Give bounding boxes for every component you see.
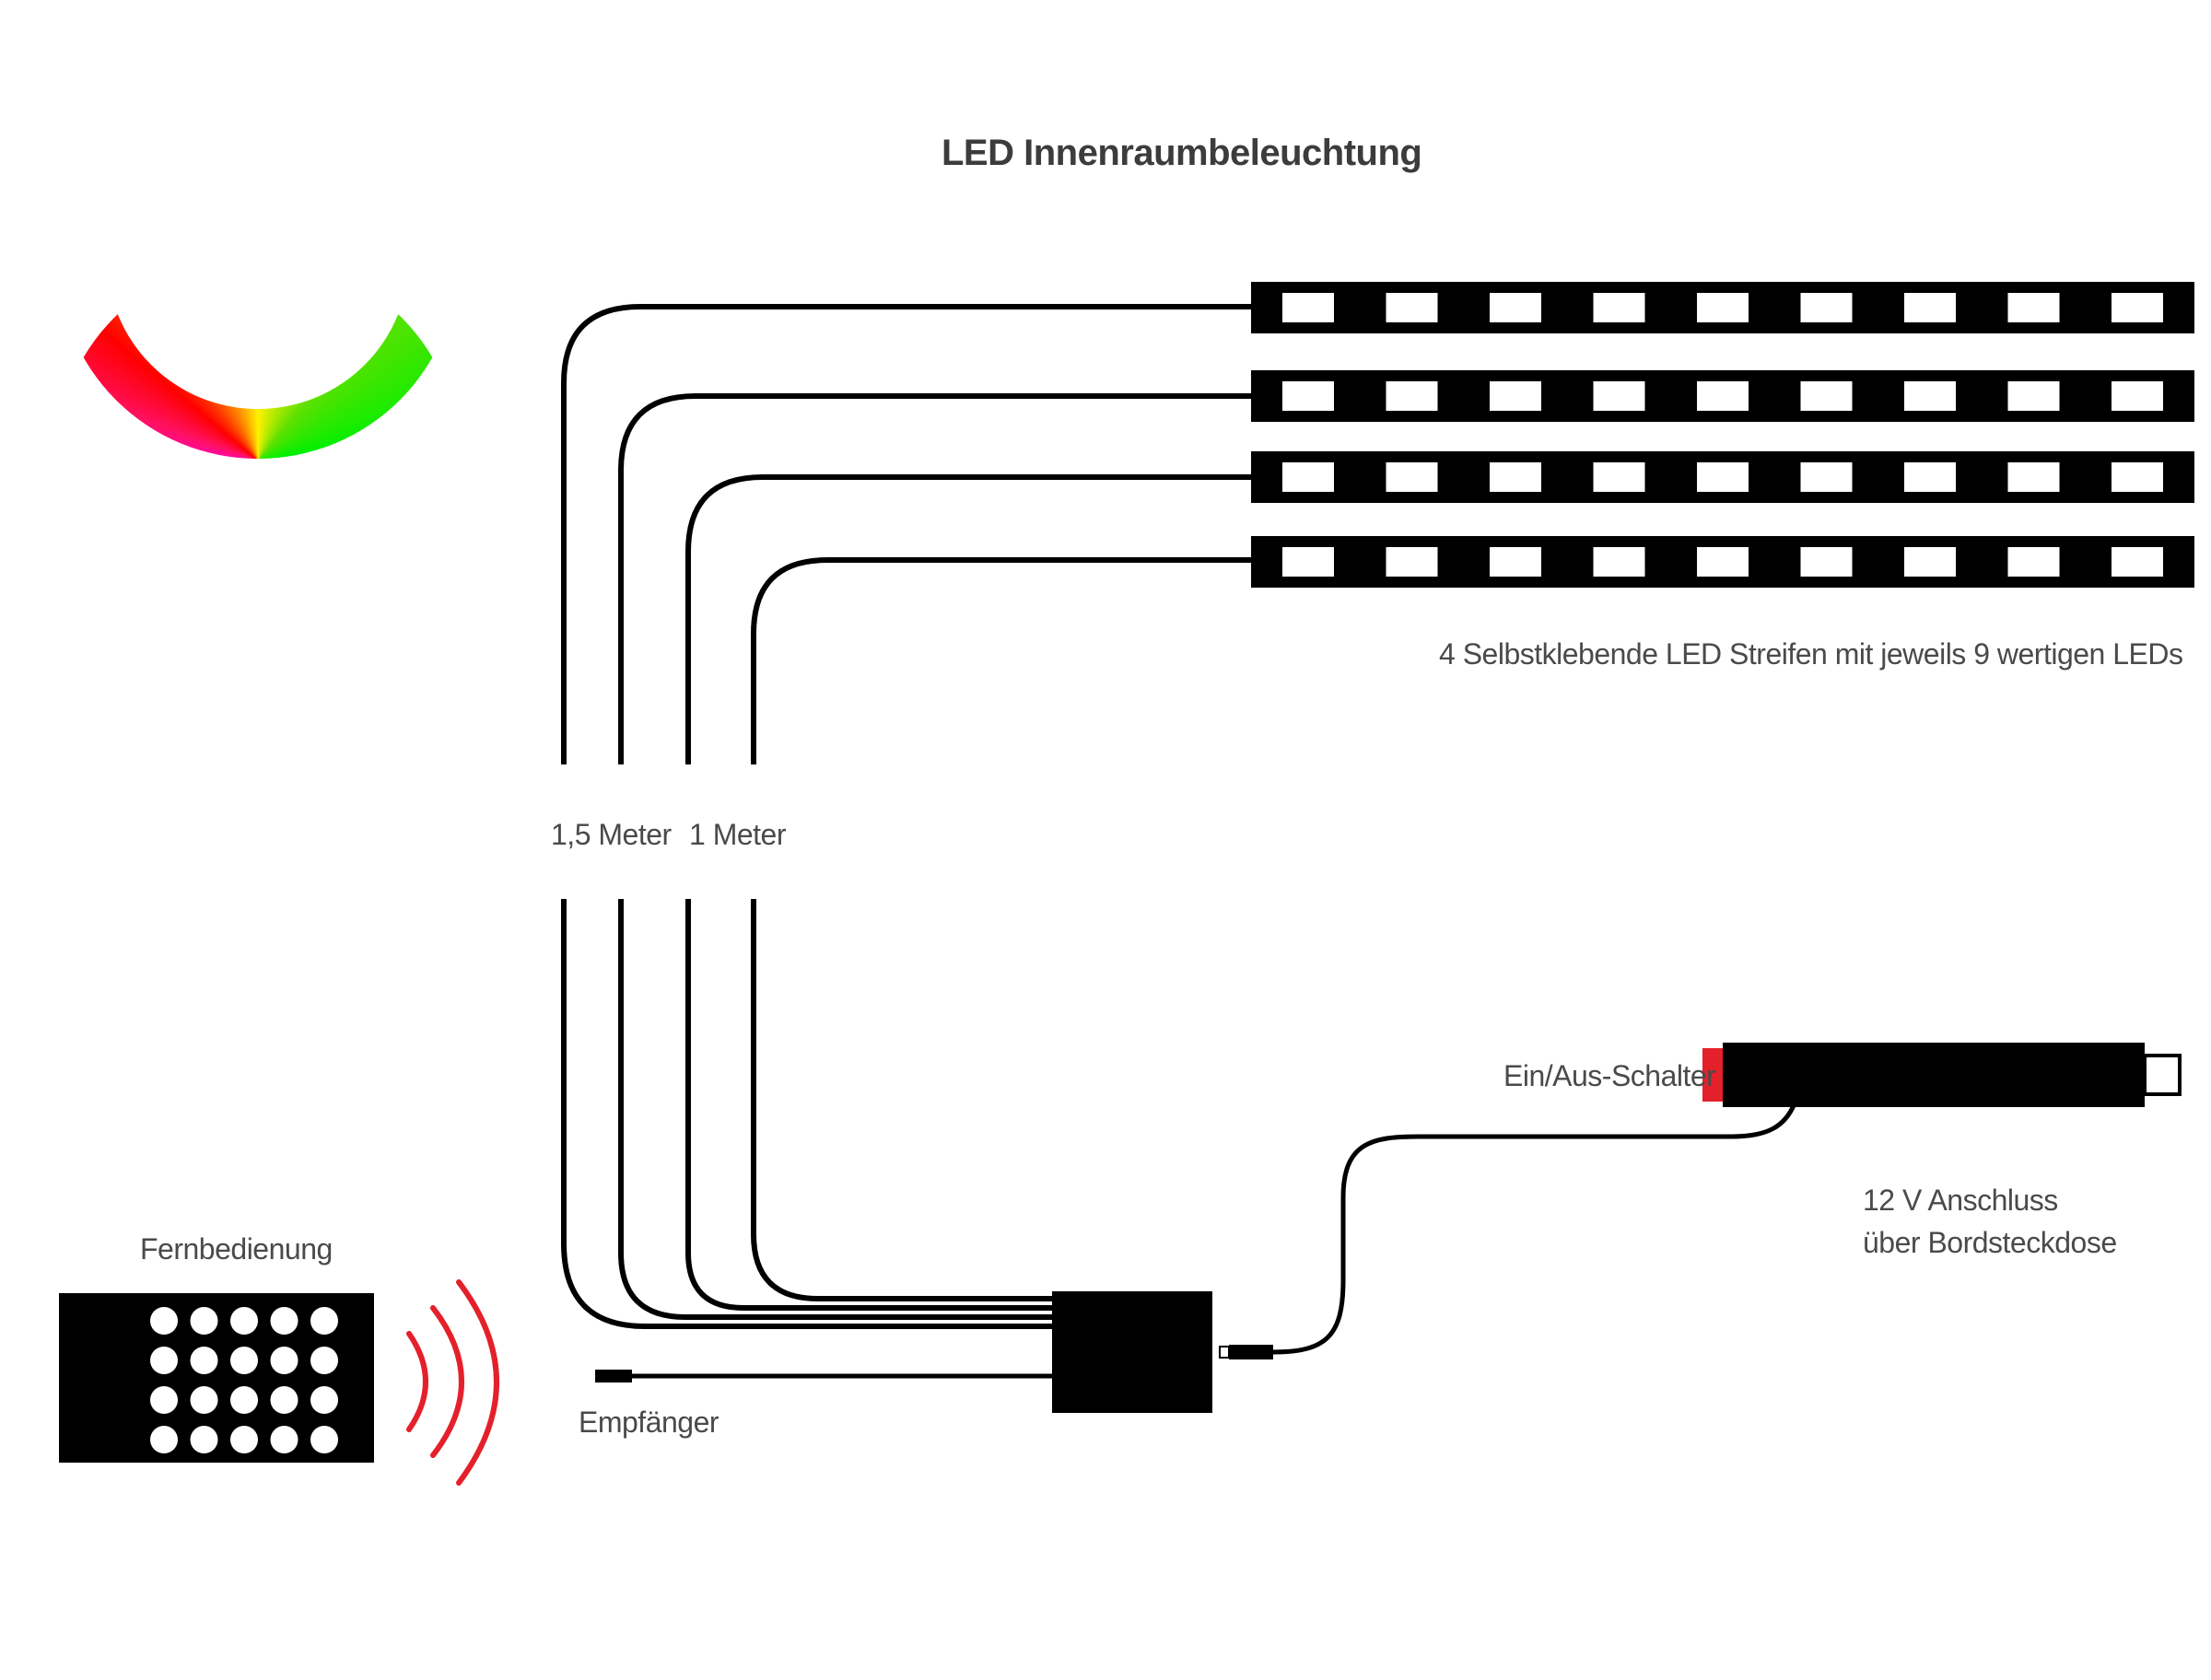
remote-button bbox=[150, 1307, 178, 1335]
led bbox=[2007, 462, 2060, 492]
strip-cable-4-lower bbox=[751, 899, 1052, 1301]
led bbox=[1904, 462, 1956, 492]
strip-cable-1 bbox=[561, 304, 1251, 764]
remote-button bbox=[270, 1426, 298, 1453]
receiver-head bbox=[595, 1370, 632, 1382]
led bbox=[1490, 381, 1541, 411]
strips-label: 4 Selbstklebende LED Streifen mit jeweil… bbox=[1439, 637, 2183, 671]
signal-waves-icon bbox=[406, 1279, 499, 1486]
remote-button bbox=[270, 1347, 298, 1374]
connector-label-line1: 12 V Anschluss bbox=[1863, 1184, 2058, 1217]
remote-button bbox=[270, 1386, 298, 1414]
led bbox=[2112, 462, 2163, 492]
led bbox=[1904, 547, 1956, 577]
led bbox=[1593, 547, 1645, 577]
led bbox=[1282, 381, 1334, 411]
power-cable bbox=[1272, 1102, 1797, 1355]
strip-cable-3 bbox=[685, 474, 1251, 764]
remote-button bbox=[310, 1386, 338, 1414]
led bbox=[1697, 381, 1749, 411]
led bbox=[1282, 462, 1334, 492]
remote-label: Fernbedienung bbox=[140, 1232, 333, 1266]
remote-button bbox=[150, 1347, 178, 1374]
controller-box bbox=[1052, 1291, 1212, 1413]
led bbox=[2112, 293, 2163, 322]
led bbox=[2112, 547, 2163, 577]
remote-button bbox=[190, 1347, 218, 1374]
page-title: LED Innenraumbeleuchtung bbox=[942, 133, 1422, 173]
strip-cable-2 bbox=[618, 393, 1251, 764]
receiver-label: Empfänger bbox=[579, 1406, 719, 1439]
led bbox=[1800, 293, 1853, 322]
dc-plug bbox=[1219, 1345, 1273, 1359]
led bbox=[2007, 293, 2060, 322]
led bbox=[1386, 547, 1438, 577]
led bbox=[1800, 462, 1853, 492]
strip-cables bbox=[561, 304, 1251, 1329]
remote-button bbox=[310, 1307, 338, 1335]
led bbox=[1282, 293, 1334, 322]
cable-length-long: 1,5 Meter bbox=[551, 818, 672, 851]
remote-button bbox=[310, 1347, 338, 1374]
strip-cable-3-lower bbox=[685, 899, 1052, 1311]
strip-cable-1-lower bbox=[561, 899, 1052, 1329]
color-wheel-icon bbox=[56, 258, 459, 460]
led bbox=[1697, 293, 1749, 322]
connector-label: 12 V Anschluss über Bordsteckdose bbox=[1863, 1179, 2117, 1264]
remote-button bbox=[270, 1307, 298, 1335]
switch-label: Ein/Aus-Schalter bbox=[1503, 1059, 1716, 1092]
led bbox=[1593, 293, 1645, 322]
remote-button bbox=[190, 1307, 218, 1335]
led bbox=[1800, 547, 1853, 577]
led bbox=[2112, 381, 2163, 411]
remote-button bbox=[230, 1426, 258, 1453]
led bbox=[2007, 547, 2060, 577]
led bbox=[1800, 381, 1853, 411]
led bbox=[1490, 293, 1541, 322]
remote-button bbox=[190, 1386, 218, 1414]
switch-button bbox=[1702, 1048, 1723, 1102]
led bbox=[1386, 381, 1438, 411]
led bbox=[1593, 381, 1645, 411]
led bbox=[1386, 462, 1438, 492]
led bbox=[1904, 293, 1956, 322]
remote-button bbox=[230, 1307, 258, 1335]
remote-button bbox=[150, 1386, 178, 1414]
remote-button bbox=[190, 1426, 218, 1453]
cable-length-short: 1 Meter bbox=[689, 818, 786, 851]
remote-button bbox=[230, 1347, 258, 1374]
led bbox=[1593, 462, 1645, 492]
remote-button bbox=[230, 1386, 258, 1414]
remote-control bbox=[59, 1293, 374, 1463]
remote-button bbox=[150, 1426, 178, 1453]
receiver-cable bbox=[595, 1370, 1052, 1382]
led bbox=[1490, 462, 1541, 492]
led bbox=[1697, 462, 1749, 492]
strip-cable-2-lower bbox=[618, 899, 1052, 1320]
remote-button bbox=[310, 1426, 338, 1453]
led bbox=[1697, 547, 1749, 577]
connector-label-line2: über Bordsteckdose bbox=[1863, 1226, 2117, 1259]
led bbox=[1386, 293, 1438, 322]
car-plug bbox=[1702, 1043, 2182, 1107]
led-strips bbox=[1251, 282, 2194, 588]
led bbox=[2007, 381, 2060, 411]
led bbox=[1282, 547, 1334, 577]
strip-cable-4 bbox=[751, 557, 1251, 764]
led bbox=[1904, 381, 1956, 411]
led bbox=[1490, 547, 1541, 577]
